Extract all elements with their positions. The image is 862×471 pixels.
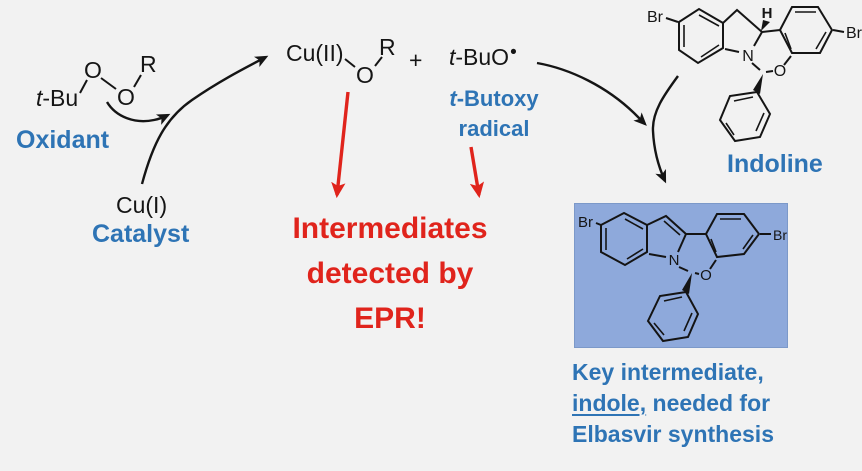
epr-line2: detected by — [306, 257, 474, 290]
indoline-skeleton — [665, 6, 845, 143]
indoline-structure: Br Br H N O — [647, 5, 862, 143]
caption-line3: Elbasvir synthesis — [572, 421, 774, 447]
indoline-h-wedge-bond — [761, 20, 770, 31]
caption-line1: Key intermediate, — [572, 359, 764, 385]
radical-dot: • — [510, 42, 517, 63]
indole-right-benzene — [704, 213, 761, 259]
peroxide-t-italic: t — [36, 85, 43, 111]
copper-alkoxide-r: R — [379, 34, 396, 60]
catalyst-label: Catalyst — [92, 220, 190, 248]
caption-line2: indole, needed for — [572, 388, 774, 419]
copper-alkoxide-cu: Cu(II) — [286, 40, 344, 66]
peroxide-formula-tbu: t-Bu — [36, 85, 78, 112]
indole-phenyl-wedge-bond — [682, 273, 692, 294]
butoxy-label-rest: -Butoxy — [456, 86, 539, 111]
peroxide-o1: O — [84, 57, 102, 83]
indole-br-right-label: Br — [773, 227, 787, 243]
indoline-phenyl-wedge-bond — [753, 74, 763, 94]
epr-note: Intermediates detected by EPR! — [248, 206, 532, 341]
butoxy-label: t-Butoxy radical — [431, 84, 557, 144]
reaction-arrows — [105, 55, 679, 185]
red-arrow-right — [469, 146, 485, 199]
caption-line2-rest: needed for — [646, 390, 771, 416]
indole-box: Br Br N O — [574, 203, 788, 348]
epr-line1: Intermediates — [292, 212, 488, 245]
red-arrow-left — [331, 91, 350, 199]
indoline-right-benzene — [778, 6, 834, 54]
butoxy-label-line1: t-Butoxy — [431, 84, 557, 114]
butoxy-rest: -BuO — [455, 44, 510, 70]
indole-o-label: O — [700, 267, 712, 284]
indole-structure: Br Br N O — [578, 211, 787, 343]
butoxy-label-line2: radical — [458, 116, 530, 141]
catalyst-formula: Cu(I) — [116, 192, 168, 218]
indoline-label: Indoline — [727, 150, 823, 178]
indole-n-label: N — [669, 252, 680, 269]
indoline-phenyl-ring — [718, 90, 772, 143]
indoline-br-left-label: Br — [647, 9, 664, 26]
indoline-left-benzene — [678, 7, 724, 65]
indole-skeleton — [595, 211, 771, 343]
arrow-cu1-to-cu2 — [140, 55, 269, 185]
butoxy-formula: t-BuO• — [449, 42, 517, 71]
indole-br-left-label: Br — [578, 214, 593, 231]
butoxy-label-t: t — [449, 86, 457, 111]
indoline-o-label: O — [774, 63, 786, 80]
epr-line3: EPR! — [354, 302, 426, 335]
plus-sign: + — [409, 47, 423, 73]
indoline-pyrrolidine-ring — [722, 8, 763, 33]
indoline-n-label: N — [742, 48, 754, 65]
indole-left-benzene — [600, 211, 648, 267]
peroxide-o2: O — [117, 84, 135, 110]
copper-alkoxide-o: O — [356, 62, 374, 88]
peroxide-r: R — [140, 51, 157, 77]
indole-phenyl-ring — [646, 290, 700, 343]
bond-cu-o — [344, 58, 356, 68]
key-intermediate-caption: Key intermediate, indole, needed for Elb… — [572, 357, 774, 450]
butoxy-t-italic: t — [449, 44, 456, 70]
peroxide-bu: -Bu — [42, 85, 79, 111]
oxidant-label: Oxidant — [16, 126, 110, 154]
bond-o1-o2 — [100, 77, 117, 90]
indoline-h-label: H — [762, 5, 773, 22]
caption-indole-underlined: indole, — [572, 390, 647, 416]
indole-pyrrole-ring — [646, 214, 687, 235]
indoline-br-right-label: Br — [846, 25, 862, 42]
